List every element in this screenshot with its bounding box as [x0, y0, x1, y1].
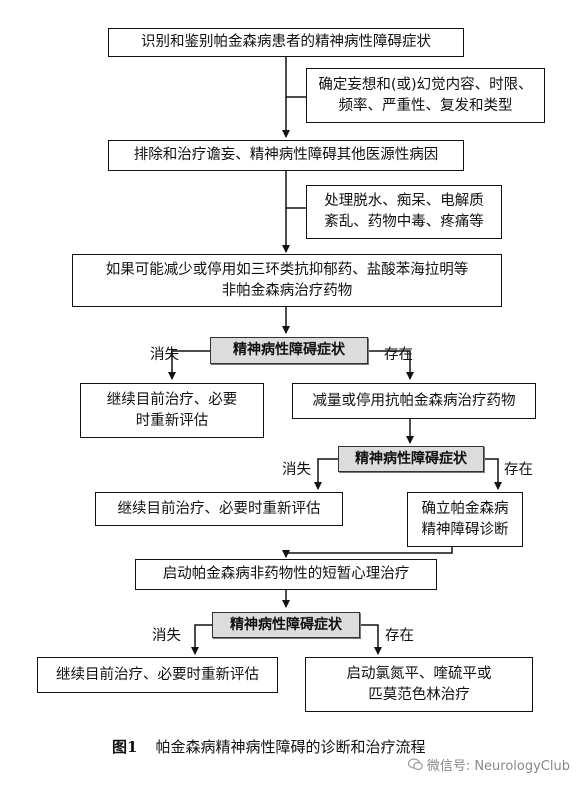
branch-check1-left: [168, 350, 210, 380]
handle-causes-box: 处理脱水、痴呆、电解质 紊乱、药物中毒、疼痛等: [306, 185, 502, 239]
continue-treatment-box-2: 继续目前治疗、必要时重新评估: [95, 492, 343, 526]
exclude-delirium-box: 排除和治疗谵妄、精神病性障碍其他医源性病因: [108, 140, 464, 171]
continue-treatment-box-1: 继续目前治疗、必要 时重新评估: [80, 383, 264, 438]
label-disappear-1: 消失: [150, 347, 179, 363]
figure-caption: 图1 帕金森病精神病性障碍的诊断和治疗流程: [112, 736, 425, 757]
determine-content-box: 确定妄想和(或)幻觉内容、时限、 频率、严重性、复发和类型: [306, 68, 545, 123]
establish-diagnosis-box: 确立帕金森病 精神障碍诊断: [407, 492, 523, 547]
symptom-check-3: 精神病性障碍症状: [212, 612, 360, 638]
branch-check3-left: [191, 624, 212, 655]
branch-check2-left: [314, 458, 338, 490]
branch-check3-right: [360, 624, 382, 655]
reduce-non-pd-drugs-box: 如果可能减少或停用如三环类抗抑郁药、盐酸苯海拉明等 非帕金森病治疗药物: [72, 254, 502, 307]
arrow-dx-to-psycho: [282, 546, 453, 558]
label-persist-1: 存在: [384, 347, 413, 363]
identify-symptoms-box: 识别和鉴别帕金森病患者的精神病性障碍症状: [108, 28, 464, 57]
label-persist-3: 存在: [385, 628, 414, 644]
branch-check1-right: [368, 350, 414, 380]
watermark: 微信号: NeurologyClub: [407, 755, 570, 774]
label-persist-2: 存在: [504, 462, 533, 478]
label-disappear-3: 消失: [152, 628, 181, 644]
watermark-text: 微信号: NeurologyClub: [426, 759, 570, 774]
reduce-anti-pd-drugs-box: 减量或停用抗帕金森病治疗药物: [292, 383, 536, 419]
continue-treatment-box-3: 继续目前治疗、必要时重新评估: [37, 657, 278, 693]
wechat-icon: [407, 758, 423, 771]
start-psychotherapy-box: 启动帕金森病非药物性的短暂心理治疗: [135, 559, 437, 590]
symptom-check-1: 精神病性障碍症状: [210, 337, 368, 364]
branch-check2-right: [484, 458, 502, 490]
symptom-check-2: 精神病性障碍症状: [338, 446, 484, 472]
start-antipsychotics-box: 启动氯氮平、喹硫平或 匹莫范色林治疗: [305, 657, 533, 712]
label-disappear-2: 消失: [282, 462, 311, 478]
figure-title: 帕金森病精神病性障碍的诊断和治疗流程: [155, 738, 426, 756]
figure-number: 图1: [112, 738, 138, 756]
